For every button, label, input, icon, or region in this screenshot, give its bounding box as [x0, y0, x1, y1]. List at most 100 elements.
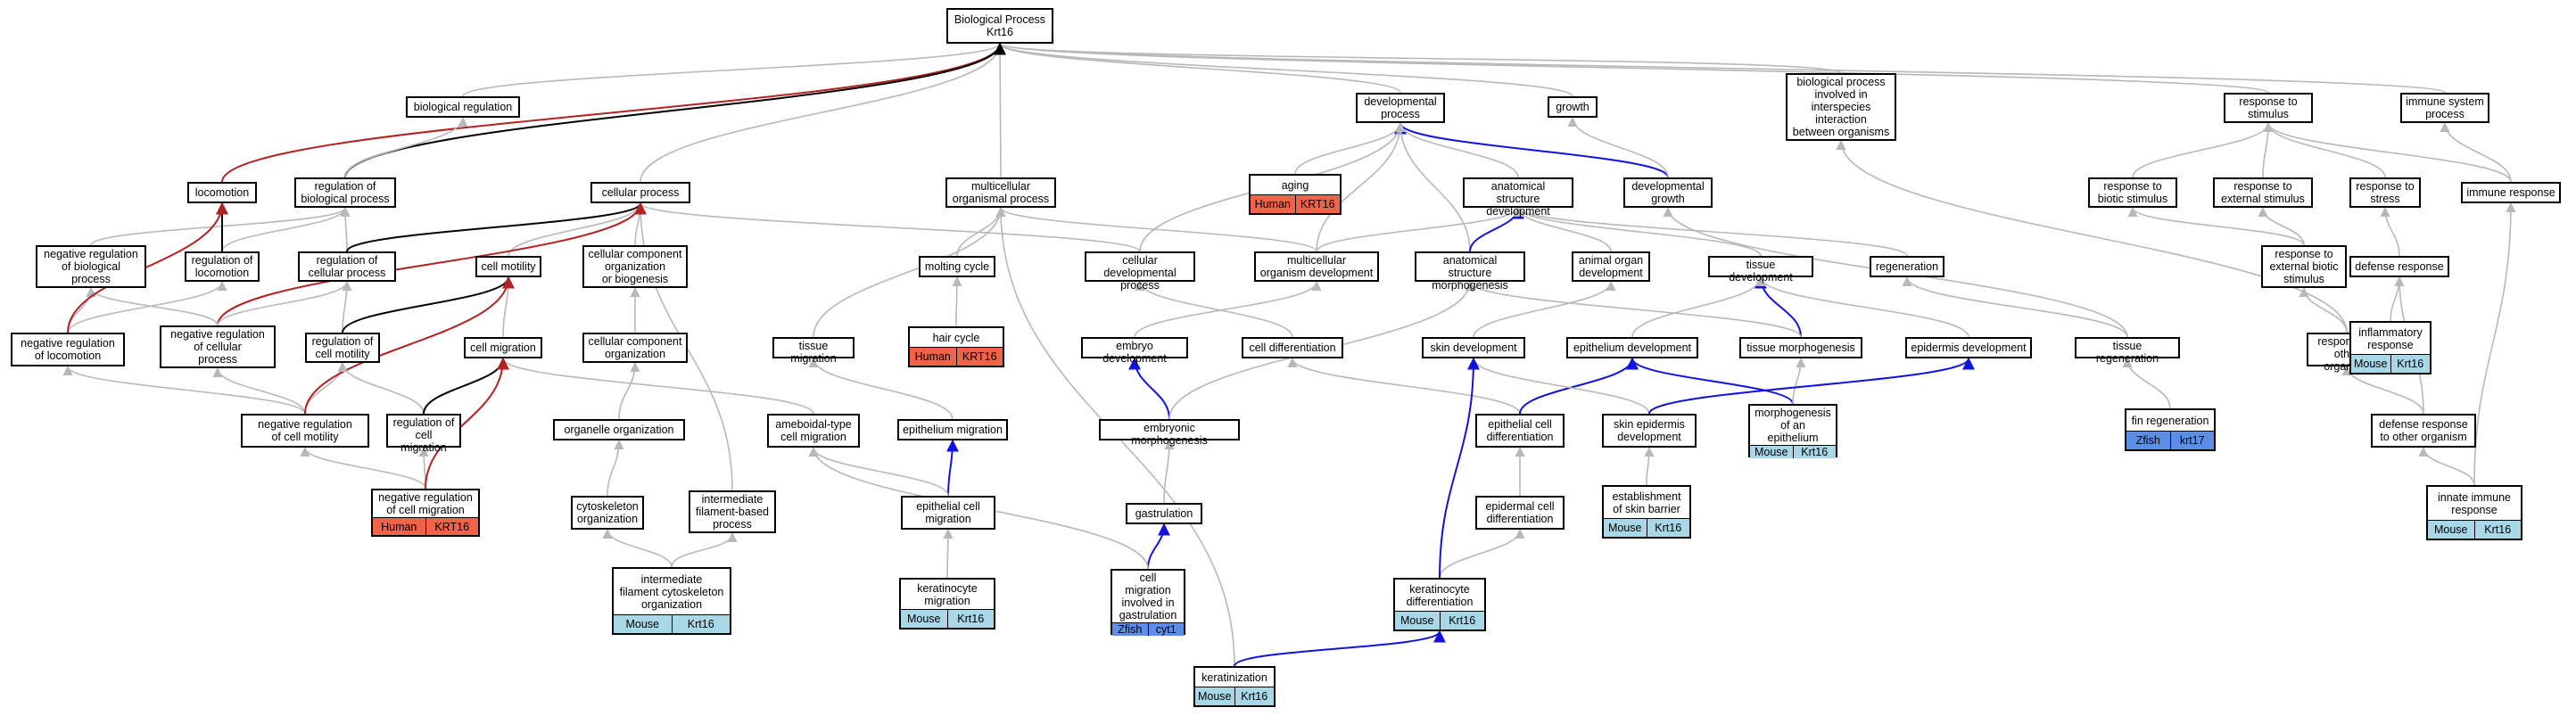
- go-term-interspecies: biological process involved in interspec…: [1786, 73, 1896, 141]
- gene-label: cyt1: [1147, 623, 1184, 636]
- edge-negregcell-to-regcell: [217, 280, 352, 326]
- term-label: growth: [1556, 101, 1589, 113]
- edge-morphepith-to-tissuemorph: [1792, 357, 1806, 405]
- term-label: epidermis development: [1911, 342, 2027, 354]
- go-term-respext: response to external stimulus: [2213, 177, 2313, 208]
- go-term-regbio: regulation of biological process: [294, 177, 396, 208]
- edge-celldevproc-to-cellproc: [635, 202, 1141, 252]
- edge-skinepid-to-epiddev: [1648, 357, 1975, 415]
- gene-label: Krt16: [1439, 612, 1484, 630]
- term-label: cell motility: [481, 260, 536, 273]
- go-term-negregcell: negative regulation of cellular process: [160, 325, 276, 368]
- term-label: developmental growth: [1631, 180, 1705, 205]
- species-label: Mouse: [2428, 521, 2474, 539]
- go-term-respstress: response to stress: [2349, 177, 2421, 208]
- edge-resporg-to-respextbio: [2299, 286, 2348, 333]
- edge-keratmig-to-epithcellmig: [943, 528, 954, 579]
- edge-regbio-to-bioreg: [344, 116, 468, 178]
- term-label: establishment of skin barrier: [1612, 490, 1681, 515]
- edge-epithdev-to-tissuedev: [1631, 276, 1766, 338]
- edge-epiddev-to-tissuedev: [1755, 276, 1969, 338]
- term-label: response to external stimulus: [2221, 180, 2305, 205]
- gene-label: Krt16: [1646, 519, 1689, 537]
- edge-multidev-to-multicell: [995, 206, 1317, 252]
- edge-multidev-to-devproc: [1316, 121, 1406, 252]
- go-term-epithdev: epithelium development: [1566, 337, 1698, 358]
- edge-ameboid-to-cellmig: [498, 357, 814, 415]
- edge-regcell-to-regbio: [340, 206, 351, 252]
- edge-regcellmot-to-regcell: [342, 280, 352, 333]
- edge-immsys-to-bp: [995, 42, 2446, 94]
- term-label: organelle organization: [564, 424, 674, 436]
- edge-regcellmig-to-regcellmot: [337, 361, 425, 415]
- term-label: regulation of cell motility: [311, 335, 374, 360]
- term-label: epithelium development: [1573, 342, 1692, 354]
- go-term-bioreg: biological regulation: [406, 96, 520, 118]
- edge-ifcyto-to-intfil: [671, 531, 738, 568]
- go-term-devproc: developmental process: [1356, 93, 1445, 123]
- term-label: negative regulation of biological proces…: [44, 248, 138, 285]
- go-term-growth: growth: [1548, 96, 1598, 118]
- gene-label: Krt16: [1792, 446, 1836, 458]
- go-term-defother: defense response to other organism: [2371, 414, 2476, 448]
- term-label: tissue migration: [790, 340, 837, 365]
- go-term-locomotion: locomotion: [187, 182, 257, 203]
- term-label: cellular component organization: [588, 335, 682, 360]
- edge-organelle-to-ccorg2: [618, 361, 640, 420]
- edge-skinepid-to-skindev: [1468, 357, 1650, 415]
- term-label: innate immune response: [2438, 490, 2511, 516]
- edge-devgrowth-to-devproc: [1394, 121, 1669, 178]
- go-term-epithcellmig: epithelial cell migration: [901, 496, 995, 530]
- term-label: skin development: [1430, 342, 1517, 354]
- species-label: Human: [1251, 195, 1295, 213]
- go-term-defresp: defense response: [2349, 256, 2449, 277]
- term-label: biological process involved in interspec…: [1792, 76, 1890, 138]
- term-label: developmental process: [1364, 95, 1437, 120]
- term-label: response to biotic stimulus: [2097, 180, 2168, 205]
- edge-epithcelldiff-to-epithdev: [1519, 357, 1639, 415]
- go-term-regcell: regulation of cellular process: [298, 251, 396, 282]
- go-term-devgrowth: developmental growth: [1623, 177, 1713, 208]
- term-label: molting cycle: [924, 260, 990, 273]
- edge-tissuemig-to-multicell: [813, 206, 1006, 338]
- edge-negregcell-to-cellproc: [217, 202, 647, 326]
- go-term-multidev: multicellular organism development: [1254, 251, 1379, 282]
- term-label: negative regulation of locomotion: [21, 337, 115, 362]
- edge-epithmig-to-tissuemig: [808, 357, 954, 420]
- edge-cytoskel-to-organelle: [607, 439, 624, 497]
- go-term-regcellmot: regulation of cell motility: [305, 333, 380, 363]
- term-label: negative regulation of cellular process: [170, 328, 265, 366]
- edge-finregen-to-tissueregen: [2122, 357, 2171, 409]
- term-label: defense response: [2355, 260, 2444, 273]
- edge-negregloc-to-negregbio: [67, 286, 96, 333]
- go-term-bp: Biological Process Krt16: [946, 8, 1053, 44]
- term-label: response to stimulus: [2239, 95, 2298, 120]
- go-term-epidcelldiff: epidermal cell differentiation: [1475, 496, 1565, 530]
- go-term-epiddev: epidermis development: [1905, 337, 2032, 358]
- term-label: immune system process: [2406, 95, 2484, 120]
- edge-cellproc-to-bp: [640, 42, 1005, 183]
- gene-label: Krt16: [1234, 687, 1274, 705]
- go-term-regcellmig: regulation of cell migration: [386, 414, 461, 454]
- term-label: biological regulation: [413, 101, 513, 113]
- species-label: Mouse: [901, 610, 947, 628]
- go-term-immsys: immune system process: [2400, 93, 2489, 123]
- species-label: Human: [373, 518, 425, 535]
- edge-tissuemorph-to-tissuedev: [1754, 276, 1802, 338]
- go-term-cellproc: cellular process: [590, 182, 690, 203]
- term-label: embryo development: [1102, 340, 1167, 365]
- edge-negregcellmot-to-cellmot: [304, 276, 515, 415]
- term-label: Biological Process Krt16: [954, 13, 1046, 38]
- term-label: animal organ development: [1578, 254, 1644, 279]
